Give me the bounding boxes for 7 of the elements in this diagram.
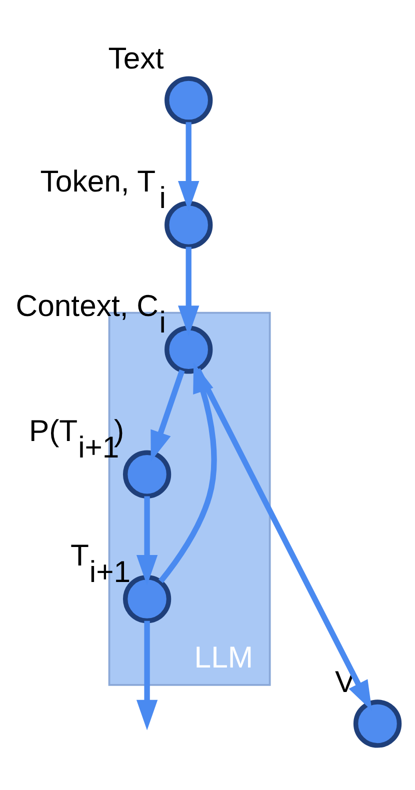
- node-circle: [122, 450, 172, 498]
- node-circle: [164, 200, 213, 250]
- node-circle: [353, 700, 402, 748]
- arrow: [136, 620, 158, 730]
- node-circle: [164, 326, 213, 374]
- node-label: Text: [108, 42, 164, 76]
- node-circle: [164, 76, 213, 124]
